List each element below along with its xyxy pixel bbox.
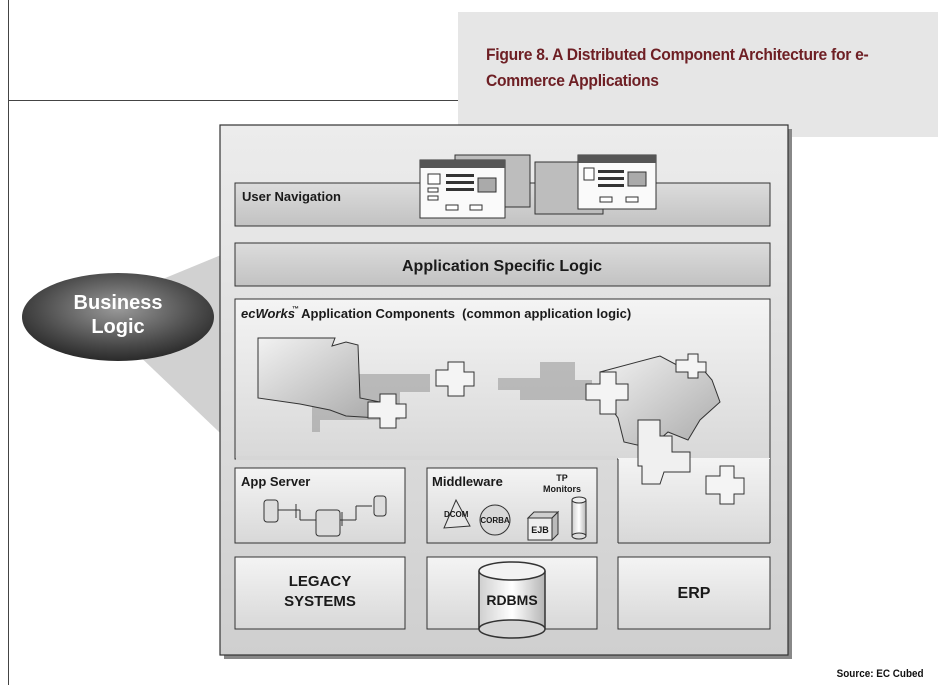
tp-monitors-cylinder-icon <box>571 496 587 540</box>
left-rule-lower <box>8 100 9 685</box>
browser-window-icon <box>419 154 657 219</box>
application-specific-logic-band <box>234 242 771 287</box>
legacy-label-2: SYSTEMS <box>284 593 356 610</box>
figure-title: Figure 8. A Distributed Component Archit… <box>486 45 869 90</box>
corba-sphere-icon <box>479 504 511 536</box>
legacy-systems-box <box>234 556 406 630</box>
erp-label: ERP <box>678 585 711 602</box>
source-credit: Source: EC Cubed <box>837 668 924 680</box>
rdbms-cylinder-icon <box>478 561 546 639</box>
middleware-label: Middleware <box>432 474 503 489</box>
dcom-label: DCOM <box>444 510 469 519</box>
top-rule <box>8 100 458 101</box>
components-right-extension <box>618 458 770 543</box>
left-rule <box>8 0 9 100</box>
corba-label: CORBA <box>480 516 510 525</box>
component-shapes <box>257 337 745 505</box>
application-specific-logic-label: Application Specific Logic <box>402 258 602 275</box>
erp-box <box>617 556 771 630</box>
tp-label: TP <box>556 473 568 483</box>
server-icons <box>263 495 387 537</box>
ejb-label: EJB <box>531 525 549 535</box>
business-logic-label-1: Business <box>74 292 163 314</box>
legacy-label-1: LEGACY <box>289 573 352 590</box>
ecworks-brand: ecWorks <box>241 306 295 321</box>
user-navigation-label: User Navigation <box>242 189 341 204</box>
business-logic-oval <box>22 273 214 361</box>
ecworks-tm: ™ <box>292 306 299 313</box>
monitors-label: Monitors <box>543 484 581 494</box>
ejb-cube-icon <box>526 510 560 542</box>
components-label: Application Components (common applicati… <box>298 306 631 321</box>
business-logic-label-2: Logic <box>91 316 144 338</box>
rdbms-label: RDBMS <box>486 592 537 608</box>
figure-caption-box: Figure 8. A Distributed Component Archit… <box>458 12 938 137</box>
app-server-label: App Server <box>241 474 310 489</box>
dcom-cone-icon <box>443 498 471 529</box>
